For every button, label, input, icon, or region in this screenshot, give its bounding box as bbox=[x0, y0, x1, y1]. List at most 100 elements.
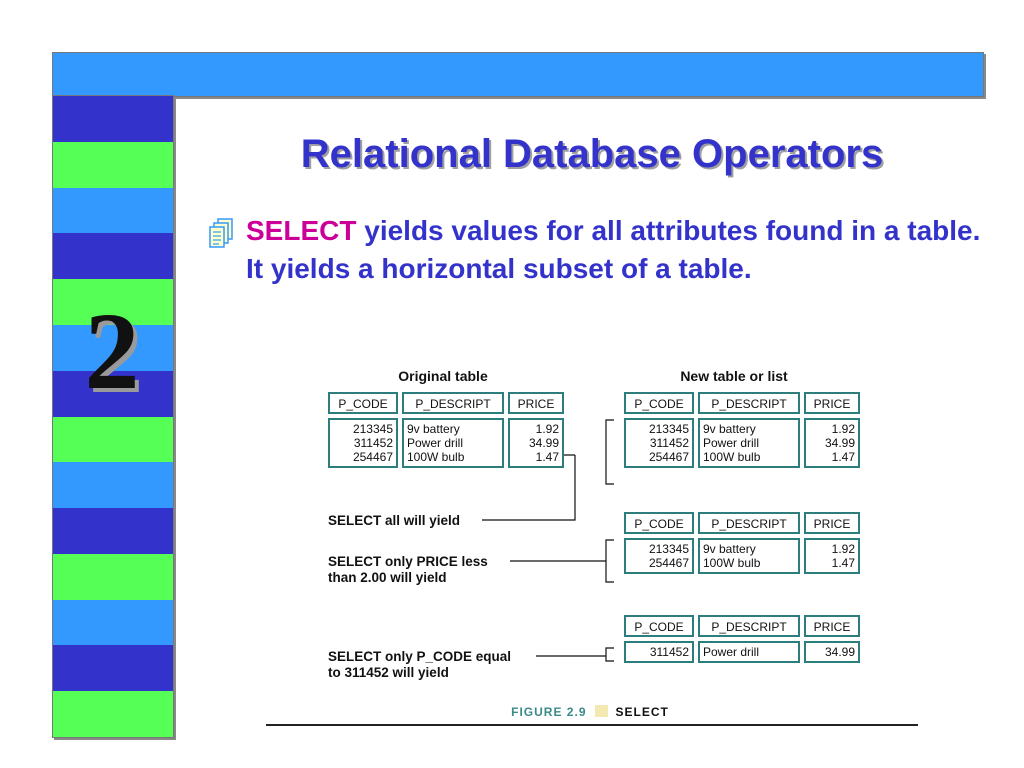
select-keyword: SELECT bbox=[246, 215, 357, 246]
bullet-body: yields values for all attributes found i… bbox=[246, 215, 981, 284]
caption-number: FIGURE 2.9 bbox=[511, 705, 587, 719]
cell-value: 100W bulb bbox=[703, 450, 761, 464]
header-text: P_CODE bbox=[634, 397, 684, 411]
cell-value: 34.99 bbox=[528, 436, 559, 450]
cell-value: 213345 bbox=[648, 542, 689, 556]
side-stripe bbox=[53, 553, 173, 601]
cell-value: 1.47 bbox=[535, 450, 559, 464]
cell-value: 34.99 bbox=[824, 436, 855, 450]
side-stripe bbox=[53, 141, 173, 189]
cell-value: 311452 bbox=[649, 436, 689, 450]
result-code-column: PRICE 34.99 bbox=[804, 615, 860, 663]
result-code-data-cell: 311452 bbox=[624, 641, 694, 663]
result-all-header-cell: P_DESCRIPT bbox=[698, 392, 800, 414]
slide-title: Relational Database Operators bbox=[300, 132, 884, 176]
header-text: PRICE bbox=[813, 517, 851, 531]
header-text: P_DESCRIPT bbox=[711, 517, 787, 531]
cell-value: Power drill bbox=[407, 436, 464, 450]
label-select-price: SELECT only PRICE less than 2.00 will yi… bbox=[328, 554, 488, 586]
cell-value: 9v battery bbox=[407, 422, 460, 436]
cell-value: 100W bulb bbox=[703, 556, 761, 570]
cell-value: Power drill bbox=[703, 645, 760, 659]
cell-value: 254467 bbox=[648, 556, 689, 570]
side-stripe bbox=[53, 187, 173, 235]
cell-value: 1.47 bbox=[831, 450, 855, 464]
side-stripe bbox=[53, 233, 173, 281]
label-select-code-line2: to 311452 will yield bbox=[328, 665, 449, 680]
header-text: P_CODE bbox=[634, 620, 684, 634]
result-all-header-cell: PRICE bbox=[804, 392, 860, 414]
result-code-column: P_DESCRIPT Power drill bbox=[698, 615, 800, 663]
label-select-code: SELECT only P_CODE equal to 311452 will … bbox=[328, 649, 511, 681]
side-stripe bbox=[53, 462, 173, 510]
result-all-header-cell: P_CODE bbox=[624, 392, 694, 414]
result-code-data-cell: Power drill bbox=[698, 641, 800, 663]
top-bar bbox=[52, 52, 984, 97]
result-table-code: P_CODE 311452 P_DESCRIPT Power drill PRICE 34… bbox=[624, 615, 860, 663]
cell-value: 311452 bbox=[649, 645, 689, 659]
cell-value: 213345 bbox=[352, 422, 393, 436]
result-code-data-cell: 34.99 bbox=[804, 641, 860, 663]
result-price-header-cell: PRICE bbox=[804, 512, 860, 534]
caption-rule bbox=[266, 724, 918, 726]
side-stripe bbox=[53, 370, 173, 418]
header-text: P_CODE bbox=[338, 397, 388, 411]
cell-value: 1.92 bbox=[535, 422, 559, 436]
header-text: PRICE bbox=[517, 397, 555, 411]
new-table-heading: New table or list bbox=[680, 368, 788, 384]
cell-value: 213345 bbox=[648, 422, 689, 436]
bullet-paragraph: SELECT yields values for all attributes … bbox=[246, 212, 986, 288]
header-text: P_DESCRIPT bbox=[711, 397, 787, 411]
label-select-price-line1: SELECT only PRICE less bbox=[328, 554, 488, 569]
header-text: PRICE bbox=[813, 397, 851, 411]
cell-value: 1.47 bbox=[831, 556, 855, 570]
result-code-header-cell: P_DESCRIPT bbox=[698, 615, 800, 637]
side-stripe bbox=[53, 279, 173, 326]
document-stack-icon bbox=[209, 218, 233, 248]
cell-value: 1.92 bbox=[831, 422, 855, 436]
select-figure: Original table New table or list P_CODE 2… bbox=[260, 360, 920, 735]
original-table-heading: Original table bbox=[398, 368, 488, 384]
side-stripe bbox=[53, 645, 173, 693]
side-stripe bbox=[53, 599, 173, 647]
side-stripe bbox=[53, 508, 173, 555]
slide-number: 2 bbox=[84, 290, 140, 412]
side-stripe bbox=[53, 691, 173, 737]
result-price-header-cell: P_CODE bbox=[624, 512, 694, 534]
label-select-code-line1: SELECT only P_CODE equal bbox=[328, 649, 512, 664]
original-table-header-cell: PRICE bbox=[508, 392, 564, 414]
header-text: P_DESCRIPT bbox=[711, 620, 787, 634]
cell-value: Power drill bbox=[703, 436, 760, 450]
cell-value: 9v battery bbox=[703, 542, 756, 556]
original-table-header-cell: P_DESCRIPT bbox=[402, 392, 504, 414]
result-price-header-cell: P_DESCRIPT bbox=[698, 512, 800, 534]
label-select-all: SELECT all will yield bbox=[328, 513, 461, 528]
side-stripe bbox=[53, 96, 173, 143]
cell-value: 9v battery bbox=[703, 422, 756, 436]
cell-value: 311452 bbox=[353, 436, 393, 450]
caption-text: SELECT bbox=[615, 705, 669, 719]
result-code-header-cell: P_CODE bbox=[624, 615, 694, 637]
header-text: PRICE bbox=[813, 620, 851, 634]
cell-value: 100W bulb bbox=[407, 450, 465, 464]
cell-value: 1.92 bbox=[831, 542, 855, 556]
